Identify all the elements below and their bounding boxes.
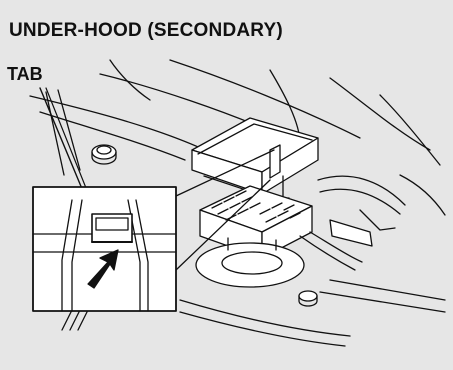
bolt-upper-left bbox=[92, 145, 116, 164]
fuse-box-cover bbox=[192, 118, 318, 194]
reservoir-socket bbox=[196, 238, 304, 287]
bolt-lower bbox=[299, 291, 317, 306]
tab-detail-inset bbox=[33, 187, 176, 311]
hoses-and-wiring bbox=[300, 175, 445, 312]
